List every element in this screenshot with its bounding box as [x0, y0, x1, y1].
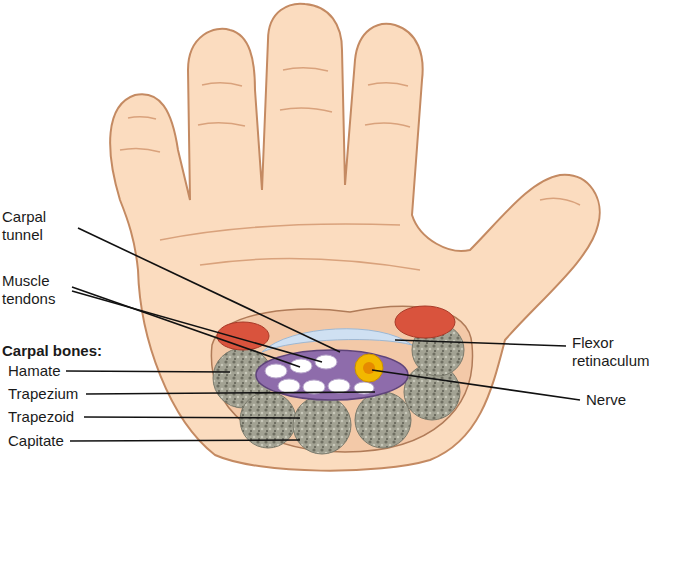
callout-label: Carpal tunnel — [2, 208, 72, 244]
callout-label: Flexor retinaculum — [572, 334, 672, 370]
nerve — [355, 354, 383, 382]
callout-label: Muscle tendons — [2, 272, 72, 308]
leader-lines — [66, 228, 580, 441]
hand-outline — [110, 4, 600, 471]
flexor-retinaculum-band — [262, 329, 412, 352]
skin-creases — [120, 68, 580, 270]
group-heading: Carpal bones: — [2, 342, 132, 360]
callout-label: Trapezoid — [8, 408, 88, 426]
nerve-core — [363, 362, 375, 374]
muscle — [395, 306, 455, 338]
muscle — [217, 322, 269, 350]
callout-label: Capitate — [8, 432, 88, 450]
callout-label: Nerve — [586, 391, 666, 409]
callout-label: Hamate — [8, 362, 88, 380]
callout-label: Trapezium — [8, 385, 88, 403]
